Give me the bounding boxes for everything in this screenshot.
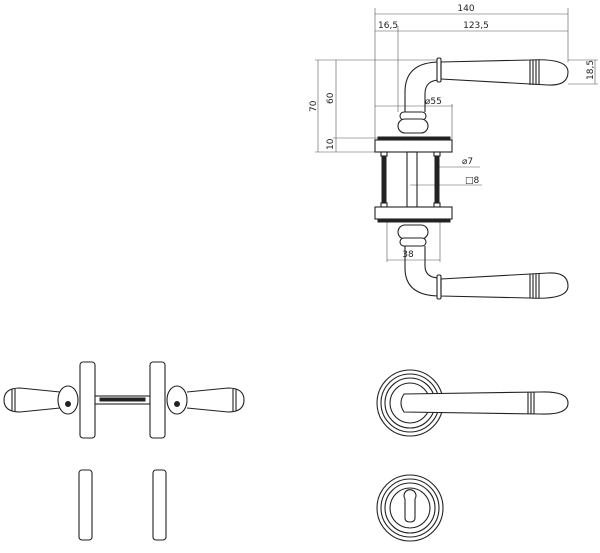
upper-lever-neck	[404, 61, 441, 112]
lever-front	[400, 391, 569, 415]
screw-left	[381, 155, 387, 204]
left-escutcheon-side	[78, 469, 93, 541]
left-lever-side	[3, 387, 61, 413]
dim-16-5-label: 16,5	[378, 21, 398, 31]
upper-lever-neck-inner	[424, 79, 441, 112]
left-grub-screw	[65, 401, 71, 407]
escutcheon-ring	[384, 482, 436, 534]
dim-123-5-label: 123,5	[463, 21, 489, 31]
lower-knob	[397, 224, 429, 240]
right-rose-side	[149, 361, 166, 439]
right-knob-side	[166, 385, 188, 415]
dim-spindle-label: □8	[465, 176, 480, 186]
front-view-handle	[376, 369, 569, 437]
escutcheon-front	[376, 474, 444, 542]
dim-60-label: 60	[326, 92, 336, 104]
dim-70-label: 70	[309, 100, 319, 112]
dim-38-label: 38	[402, 250, 414, 260]
left-rose-side	[79, 361, 96, 439]
upper-knob	[397, 118, 429, 134]
dim-18-5-label: 18,5	[586, 60, 596, 80]
right-lever-side	[186, 387, 245, 413]
upper-rose-plate	[374, 139, 453, 153]
escutcheon-ring	[380, 478, 440, 538]
upper-lever-grooves	[529, 60, 540, 85]
upper-lever-grip	[440, 59, 569, 86]
lower-lever-grip	[440, 272, 569, 299]
upper-lever-collar	[436, 57, 442, 83]
left-lever-grooves	[11, 389, 16, 411]
escutcheon-side-view	[78, 469, 167, 541]
lower-knob-ring	[399, 237, 427, 247]
dim-140-label: 140	[457, 4, 474, 14]
lower-rose-bottom	[377, 218, 451, 223]
right-lever-grooves	[232, 389, 237, 411]
dim-rose-diameter-label: ⌀55	[425, 97, 442, 107]
lower-lever-collar	[436, 274, 442, 300]
lower-lever-grooves	[529, 274, 540, 298]
lower-lever-neck	[404, 246, 441, 297]
side-view-assembly	[3, 361, 245, 439]
screw-head	[433, 151, 441, 157]
screw-side	[99, 397, 146, 402]
spindle	[406, 151, 418, 208]
lever-front-grooves	[527, 392, 535, 414]
right-grub-screw	[174, 401, 180, 407]
euro-cylinder-keyhole-icon	[403, 489, 417, 523]
lower-lever-neck-inner	[424, 246, 441, 279]
screw-head	[380, 151, 388, 157]
dim-screw-diameter-label: ⌀7	[462, 157, 473, 167]
screw-nut	[380, 202, 388, 208]
dim-10-label: 10	[326, 138, 336, 150]
lower-rose-plate	[374, 206, 453, 220]
left-knob-side	[57, 385, 79, 415]
escutcheon-ring	[389, 487, 431, 529]
screw-right	[434, 155, 440, 204]
top-elevation-view: 140 16,5 123,5 18,5 70 60 10 ⌀55 ⌀7 □8 3…	[309, 4, 598, 300]
right-escutcheon-side	[152, 469, 167, 541]
screw-nut	[433, 202, 441, 208]
escutcheon-front-view	[376, 474, 444, 542]
